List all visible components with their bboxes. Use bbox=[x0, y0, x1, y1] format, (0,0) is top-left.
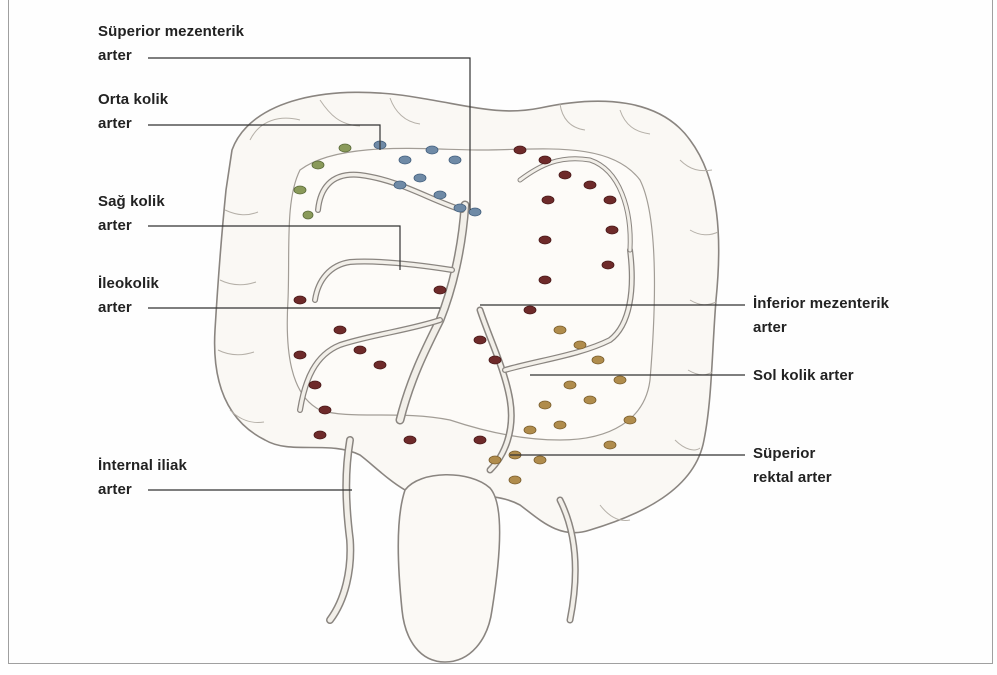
label-middle-colic-artery: Orta kolik arter bbox=[98, 88, 168, 136]
label-internal-iliac-artery: İnternal iliak arter bbox=[98, 454, 187, 502]
label-ileocolic-artery: İleokolik arter bbox=[98, 272, 159, 320]
label-superior-rectal-artery: Süperior rektal arter bbox=[753, 442, 832, 490]
label-inferior-mesenteric-artery: İnferior mezenterik arter bbox=[753, 292, 889, 340]
rectum bbox=[398, 475, 499, 662]
label-right-colic-artery: Sağ kolik arter bbox=[98, 190, 165, 238]
colon-inner-boundary bbox=[287, 148, 654, 440]
label-superior-mesenteric-artery: Süperior mezenterik arter bbox=[98, 20, 244, 68]
label-left-colic-artery: Sol kolik arter bbox=[753, 364, 854, 388]
